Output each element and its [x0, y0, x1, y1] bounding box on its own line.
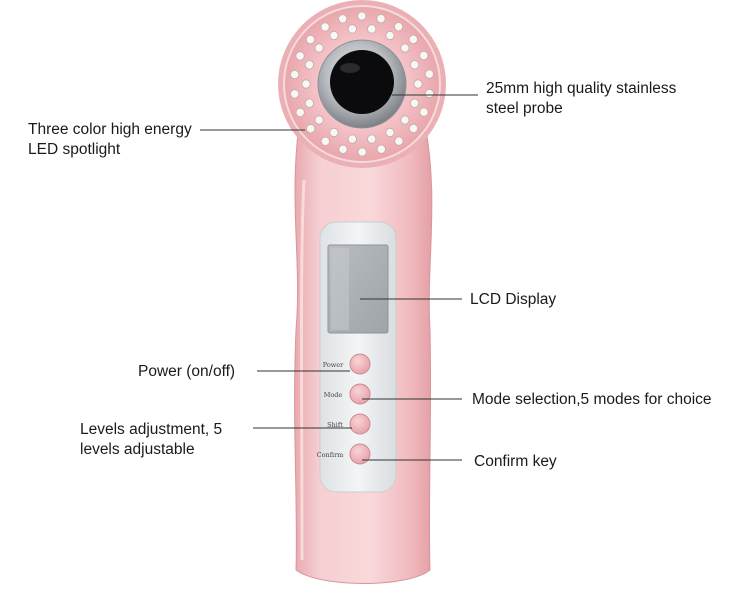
- lcd-glare: [331, 248, 349, 330]
- led-bead: [347, 134, 357, 144]
- led-bead: [408, 34, 418, 44]
- led-bead: [304, 98, 314, 108]
- led-bead: [290, 69, 300, 80]
- confirm-callout: Confirm key: [474, 452, 557, 472]
- led-bead: [306, 124, 316, 134]
- mode-callout: Mode selection,5 modes for choice: [472, 390, 712, 410]
- confirm-button-label: Confirm: [317, 451, 344, 459]
- led-bead: [347, 24, 357, 34]
- led-bead: [338, 14, 348, 24]
- led-bead: [314, 115, 324, 125]
- led-bead: [295, 107, 305, 118]
- led-callout: Three color high energy LED spotlight: [28, 120, 192, 160]
- led-bead: [385, 127, 395, 138]
- led-bead: [357, 147, 367, 157]
- power-callout: Power (on/off): [138, 362, 235, 382]
- confirm-callout-line1: Confirm key: [474, 453, 557, 470]
- probe-shine: [340, 63, 360, 73]
- led-bead: [338, 144, 348, 154]
- led-bead: [385, 30, 395, 41]
- levels-callout-line1: Levels adjustment, 5: [80, 421, 223, 438]
- led-bead: [424, 88, 434, 99]
- led-bead: [329, 30, 339, 41]
- led-callout-line2: LED spotlight: [28, 141, 121, 158]
- led-bead: [376, 14, 386, 24]
- led-bead: [314, 43, 324, 53]
- led-bead: [408, 123, 419, 133]
- led-bead: [409, 98, 420, 108]
- lcd-callout-line1: LCD Display: [470, 291, 557, 308]
- led-bead: [409, 60, 420, 70]
- levels-callout: Levels adjustment, 5 levels adjustable: [80, 420, 222, 460]
- probe-face: [330, 50, 394, 114]
- levels-callout-line2: levels adjustable: [80, 441, 195, 458]
- probe-callout: 25mm high quality stainless steel probe: [486, 79, 676, 119]
- led-bead: [400, 43, 410, 53]
- led-bead: [301, 79, 311, 89]
- led-bead: [304, 60, 314, 70]
- led-bead: [329, 127, 339, 138]
- shift-button[interactable]: Shift: [327, 413, 371, 435]
- mode-callout-line1: Mode selection,5 modes for choice: [472, 391, 712, 408]
- power-callout-line1: Power (on/off): [138, 363, 236, 380]
- led-bead: [305, 34, 316, 45]
- led-bead: [367, 134, 377, 144]
- led-bead: [419, 107, 429, 117]
- led-bead: [376, 144, 386, 154]
- led-ring: [290, 11, 434, 157]
- device-body-highlight: [300, 179, 306, 561]
- led-bead: [413, 79, 423, 89]
- probe-callout-line1: 25mm high quality stainless: [486, 80, 677, 97]
- led-bead: [290, 89, 300, 99]
- lcd-callout: LCD Display: [470, 290, 556, 310]
- led-bead: [419, 50, 429, 61]
- led-bead: [400, 115, 410, 125]
- mode-button-label: Mode: [324, 391, 343, 399]
- led-bead: [367, 24, 377, 34]
- shift-button-label: Shift: [327, 421, 343, 429]
- power-button[interactable]: Power: [323, 353, 371, 375]
- led-callout-line1: Three color high energy: [28, 121, 192, 138]
- led-bead: [393, 22, 404, 32]
- led-bead: [394, 136, 404, 146]
- probe-callout-line2: steel probe: [486, 100, 563, 117]
- led-bead: [424, 69, 434, 79]
- led-bead: [295, 51, 305, 61]
- led-bead: [320, 22, 330, 32]
- confirm-button[interactable]: Confirm: [317, 443, 371, 465]
- led-bead: [357, 11, 367, 21]
- led-bead: [320, 136, 330, 146]
- power-button-label: Power: [323, 361, 344, 369]
